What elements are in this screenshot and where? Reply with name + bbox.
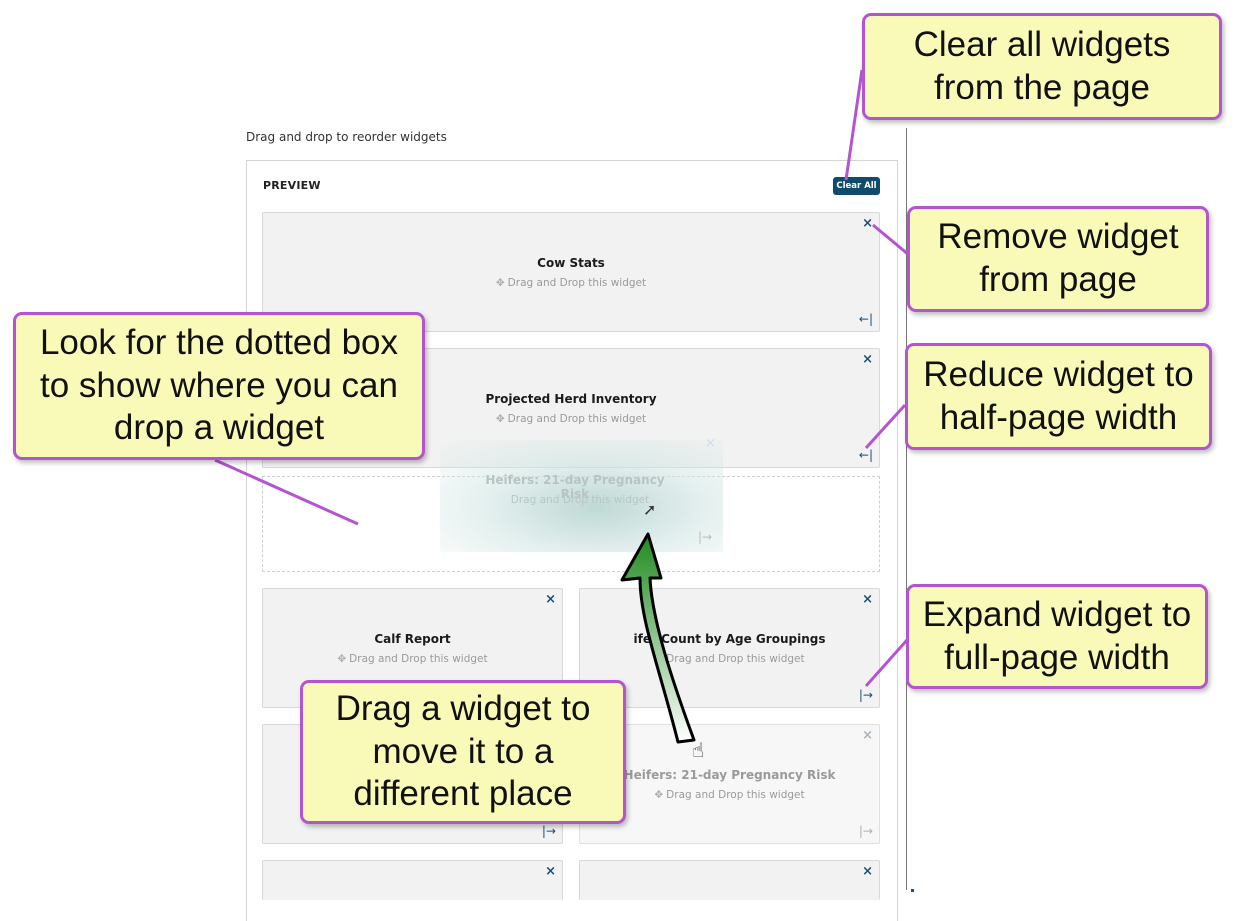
move-icon: ✥	[654, 653, 664, 665]
widget-drag-hint: ✥Drag and Drop this widget	[495, 277, 647, 289]
scroll-marker	[911, 889, 914, 892]
widget-drag-hint: ✥Drag and Drop this widget	[337, 653, 488, 665]
drag-cursor-icon: ➚	[643, 500, 657, 519]
close-icon[interactable]: ×	[862, 352, 873, 367]
expand-width-icon: |→	[698, 530, 713, 544]
callout-remove-widget: Remove widget from page	[907, 206, 1209, 312]
hand-cursor-icon: ☝	[692, 738, 705, 762]
close-icon[interactable]: ×	[545, 592, 556, 607]
widget-title: Heifers: 21-day Pregnancy Risk	[623, 768, 836, 782]
panel-divider	[906, 128, 907, 890]
expand-width-icon[interactable]: |→	[541, 824, 556, 838]
widget-title: Cow Stats	[537, 256, 605, 270]
widget-heifers-pregnancy-risk[interactable]: Heifers: 21-day Pregnancy Risk ✥Drag and…	[579, 724, 880, 844]
callout-clear-all: Clear all widgets from the page	[862, 13, 1222, 120]
widget-title: Projected Herd Inventory	[485, 392, 657, 406]
expand-width-icon[interactable]: |→	[858, 824, 873, 838]
widget-partial-right[interactable]: ×	[579, 860, 880, 900]
move-icon: ✥	[654, 789, 664, 801]
close-icon[interactable]: ×	[862, 864, 873, 879]
widget-partial-left[interactable]: ×	[262, 860, 563, 900]
reduce-width-icon[interactable]: ←|	[858, 448, 873, 462]
callout-reduce-widget: Reduce widget to half-page width	[905, 343, 1212, 450]
expand-width-icon[interactable]: |→	[858, 688, 873, 702]
close-icon: ×	[705, 436, 716, 451]
close-icon[interactable]: ×	[862, 728, 873, 743]
widget-drag-hint: ✥Drag and Drop this widget	[495, 413, 647, 425]
callout-drag-widget: Drag a widget to move it to a different …	[300, 680, 626, 824]
move-icon: ✥	[495, 277, 505, 289]
drag-ghost-hint: Drag and Drop this widget	[510, 494, 650, 506]
preview-heading: PREVIEW	[263, 179, 321, 192]
drag-ghost-title: Heifers: 21-day Pregnancy Risk	[485, 473, 665, 501]
widget-title: Calf Report	[374, 632, 451, 646]
reduce-width-icon[interactable]: ←|	[858, 312, 873, 326]
callout-dotted-box: Look for the dotted box to show where yo…	[13, 312, 425, 460]
move-icon: ✥	[337, 653, 347, 665]
callout-expand-widget: Expand widget to full-page width	[906, 584, 1208, 689]
move-icon: ✥	[495, 413, 505, 425]
instruction-text: Drag and drop to reorder widgets	[246, 130, 447, 144]
close-icon[interactable]: ×	[862, 592, 873, 607]
widget-drag-hint: ✥Drag and Drop this widget	[654, 653, 805, 665]
clear-all-button[interactable]: Clear All	[833, 177, 880, 195]
close-icon[interactable]: ×	[862, 216, 873, 231]
close-icon[interactable]: ×	[545, 864, 556, 879]
widget-drag-hint: ✥Drag and Drop this widget	[654, 789, 805, 801]
widget-title: ifer Count by Age Groupings	[633, 632, 826, 646]
